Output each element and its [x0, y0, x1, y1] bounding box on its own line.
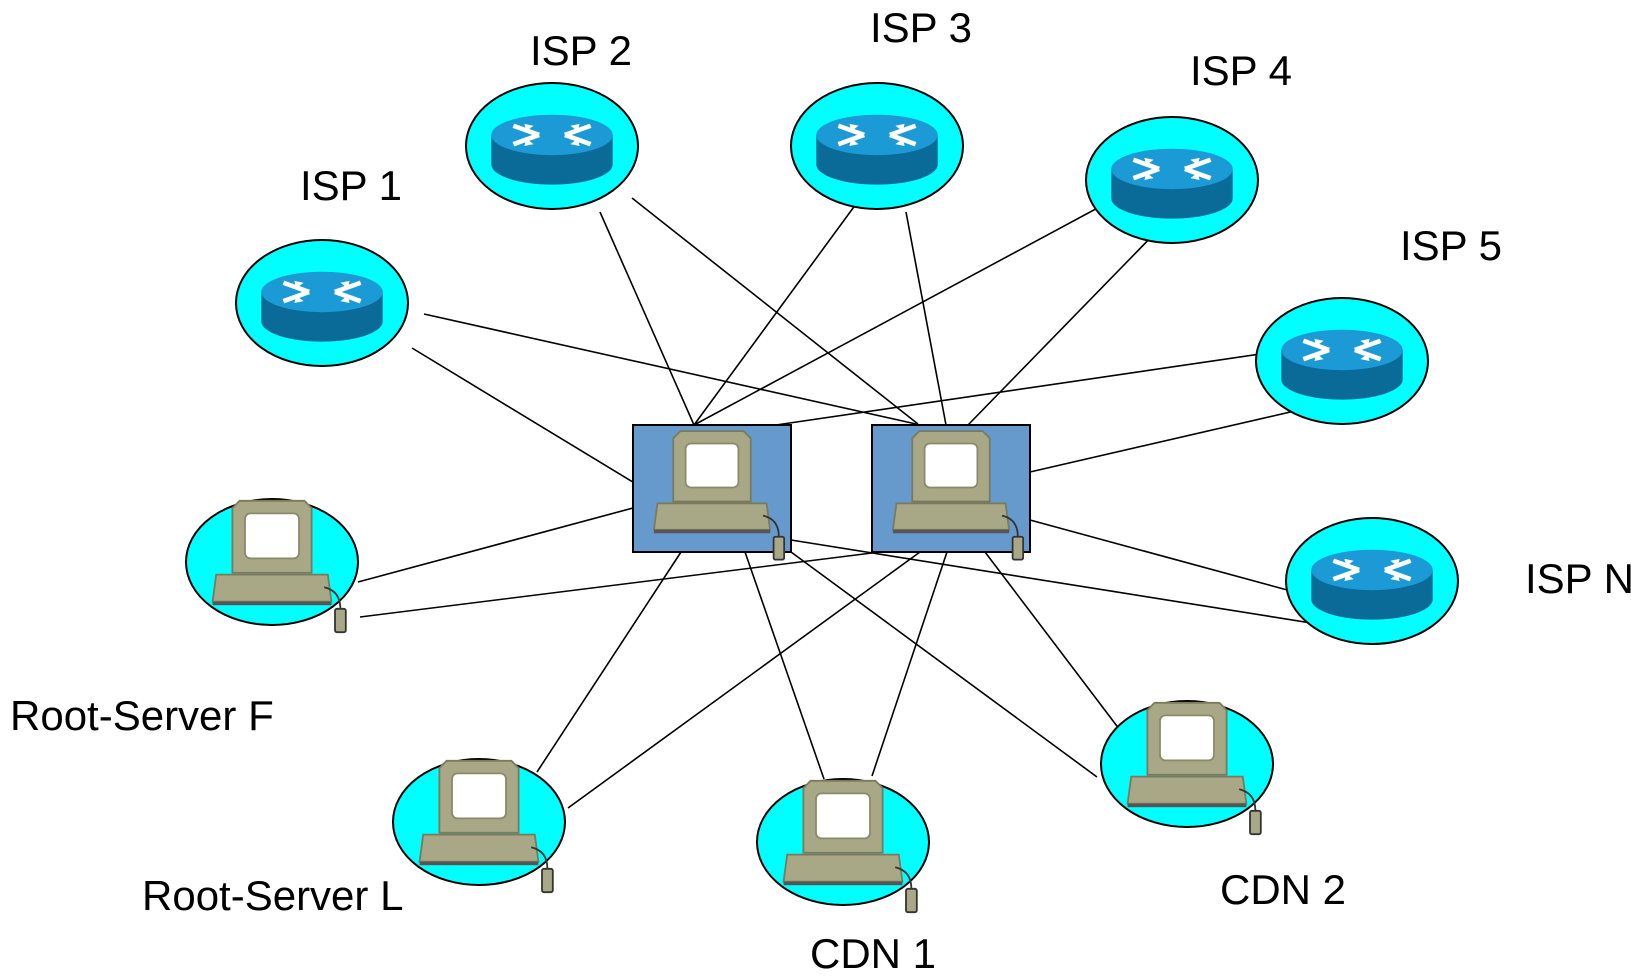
- label-rootl: Root-Server L: [142, 872, 403, 919]
- router-icon: [816, 115, 937, 185]
- node-hub-right: [871, 424, 1031, 561]
- link-rootf-hub-right: [359, 552, 873, 618]
- node-isp4: [1085, 116, 1259, 244]
- link-cdn1-hub-right: [871, 539, 952, 777]
- link-cdn2-hub-right: [984, 551, 1127, 739]
- node-isp1: [235, 239, 409, 367]
- link-isp5-hub-right: [1029, 406, 1313, 473]
- link-cdn2-hub-left: [790, 551, 1098, 778]
- link-isp1-hub-left: [411, 347, 642, 488]
- node-isp2: [465, 82, 639, 210]
- label-isp1: ISP 1: [300, 162, 402, 209]
- label-cdn1: CDN 1: [810, 930, 936, 976]
- node-ispn: [1285, 517, 1459, 645]
- label-ispn: ISP N: [1525, 555, 1631, 602]
- node-rootf: [185, 498, 359, 634]
- nodes-layer: [185, 82, 1459, 914]
- router-icon: [1111, 149, 1232, 219]
- link-cdn1-hub-left: [744, 551, 825, 780]
- router-icon: [1281, 330, 1402, 400]
- link-isp3-hub-right: [905, 211, 947, 426]
- node-isp3: [790, 82, 964, 210]
- link-rootl-hub-left: [536, 551, 682, 773]
- router-icon: [491, 115, 612, 185]
- link-isp2-hub-right: [631, 197, 919, 425]
- router-icon: [261, 272, 382, 342]
- label-isp3: ISP 3: [870, 4, 972, 51]
- link-rootf-hub-left: [357, 507, 634, 583]
- links-layer: [357, 196, 1356, 809]
- link-rootl-hub-right: [567, 551, 921, 809]
- label-isp4: ISP 4: [1190, 47, 1292, 94]
- link-isp2-hub-left: [599, 211, 695, 426]
- node-rootl: [392, 758, 566, 894]
- link-ispn-hub-left: [790, 539, 1356, 631]
- node-isp5: [1255, 297, 1429, 425]
- link-isp3-hub-left: [693, 203, 857, 426]
- label-cdn2: CDN 2: [1220, 866, 1346, 913]
- link-isp5-hub-left: [775, 344, 1323, 426]
- link-isp4-hub-left: [693, 196, 1119, 426]
- node-hub-left: [632, 424, 792, 561]
- link-ispn-hub-right: [1029, 519, 1336, 604]
- node-cdn1: [756, 778, 930, 914]
- router-icon: [1311, 550, 1432, 620]
- labels-layer: ISP 1 ISP 2 ISP 3 ISP 4 ISP 5 ISP N Root-Serve…: [10, 4, 1631, 976]
- label-rootf: Root-Server F: [10, 692, 274, 739]
- link-isp4-hub-right: [967, 227, 1161, 426]
- label-isp5: ISP 5: [1400, 222, 1502, 269]
- node-cdn2: [1100, 700, 1274, 836]
- label-isp2: ISP 2: [530, 27, 632, 74]
